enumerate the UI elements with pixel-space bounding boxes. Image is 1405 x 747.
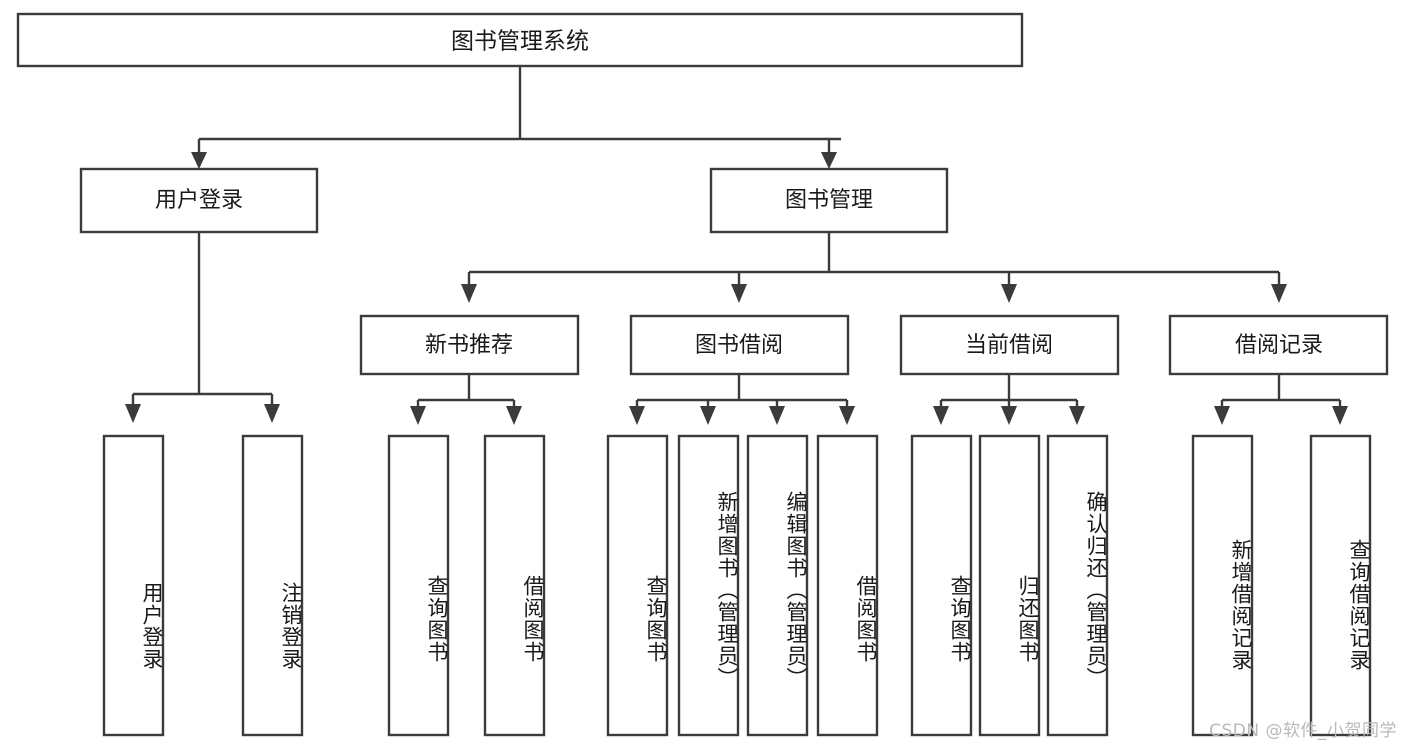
leaf-box-newbook-borrow[interactable] bbox=[483, 434, 546, 737]
leaf-box-currentborrow-query[interactable] bbox=[910, 434, 973, 737]
arrow-head-user-login bbox=[191, 152, 207, 169]
leaf-box-user-login[interactable] bbox=[102, 434, 165, 737]
node-current-borrow-box[interactable] bbox=[899, 314, 1120, 376]
node-book-borrow-box[interactable] bbox=[629, 314, 850, 376]
node-book-manage[interactable]: 图书管理 bbox=[709, 167, 949, 234]
node-current-borrow[interactable]: 当前借阅 bbox=[899, 314, 1120, 376]
arrow-head-borrowrecord-leaf-1 bbox=[1214, 406, 1230, 425]
arrow-head-borrowrecord-leaf-2 bbox=[1332, 406, 1348, 425]
leaf-box-newbook-query[interactable] bbox=[387, 434, 450, 737]
leaf-box-record-query[interactable] bbox=[1309, 434, 1372, 737]
arrow-head-current-borrow bbox=[1001, 284, 1017, 303]
arrow-head-bookborrow-leaf-4 bbox=[839, 406, 855, 425]
arrow-head-bookborrow-leaf-2 bbox=[700, 406, 716, 425]
node-book-manage-label: 图书管理 bbox=[785, 188, 873, 213]
arrow-head-currentborrow-leaf-1 bbox=[933, 406, 949, 425]
node-book-borrow-label: 图书借阅 bbox=[695, 333, 783, 358]
leaf-box-bookborrow-add[interactable] bbox=[677, 434, 740, 737]
node-user-login-box[interactable] bbox=[79, 167, 319, 234]
node-borrow-record[interactable]: 借阅记录 bbox=[1168, 314, 1389, 376]
node-current-borrow-label: 当前借阅 bbox=[965, 333, 1053, 358]
node-book-borrow[interactable]: 图书借阅 bbox=[629, 314, 850, 376]
arrow-head-book-borrow bbox=[731, 284, 747, 303]
csdn-watermark: CSDN @软件_小贺同学 bbox=[1209, 721, 1397, 741]
arrow-head-leaf-logout bbox=[264, 404, 280, 423]
node-root[interactable]: 图书管理系统 bbox=[16, 12, 1024, 68]
node-new-book-recommend-box[interactable] bbox=[359, 314, 580, 376]
leaf-box-bookborrow-borrow[interactable] bbox=[816, 434, 879, 737]
arrow-head-currentborrow-leaf-2 bbox=[1001, 406, 1017, 425]
arrow-head-newbook-leaf-1 bbox=[410, 406, 426, 425]
node-user-login-label: 用户登录 bbox=[155, 188, 243, 213]
arrow-head-new-book bbox=[461, 284, 477, 303]
arrow-head-book-manage bbox=[821, 152, 837, 169]
leaf-box-currentborrow-return[interactable] bbox=[978, 434, 1041, 737]
node-book-manage-box[interactable] bbox=[709, 167, 949, 234]
node-borrow-record-box[interactable] bbox=[1168, 314, 1389, 376]
leaf-box-record-add[interactable] bbox=[1191, 434, 1254, 737]
node-new-book-recommend-label: 新书推荐 bbox=[425, 333, 513, 358]
node-root-label: 图书管理系统 bbox=[451, 29, 589, 55]
leaf-box-bookborrow-edit[interactable] bbox=[746, 434, 809, 737]
connector-group bbox=[125, 66, 1348, 425]
node-new-book-recommend[interactable]: 新书推荐 bbox=[359, 314, 580, 376]
arrow-head-bookborrow-leaf-3 bbox=[769, 406, 785, 425]
node-user-login[interactable]: 用户登录 bbox=[79, 167, 319, 234]
leaf-box-currentborrow-confirm[interactable] bbox=[1046, 434, 1109, 737]
arrow-head-leaf-user-login bbox=[125, 404, 141, 423]
arrow-head-bookborrow-leaf-1 bbox=[629, 406, 645, 425]
node-borrow-record-label: 借阅记录 bbox=[1235, 333, 1323, 358]
arrow-head-currentborrow-leaf-3 bbox=[1069, 406, 1085, 425]
arrow-head-borrow-record bbox=[1271, 284, 1287, 303]
arrow-head-newbook-leaf-2 bbox=[506, 406, 522, 425]
leaf-box-logout[interactable] bbox=[241, 434, 304, 737]
node-root-box[interactable] bbox=[16, 12, 1024, 68]
leaf-box-bookborrow-query[interactable] bbox=[606, 434, 669, 737]
